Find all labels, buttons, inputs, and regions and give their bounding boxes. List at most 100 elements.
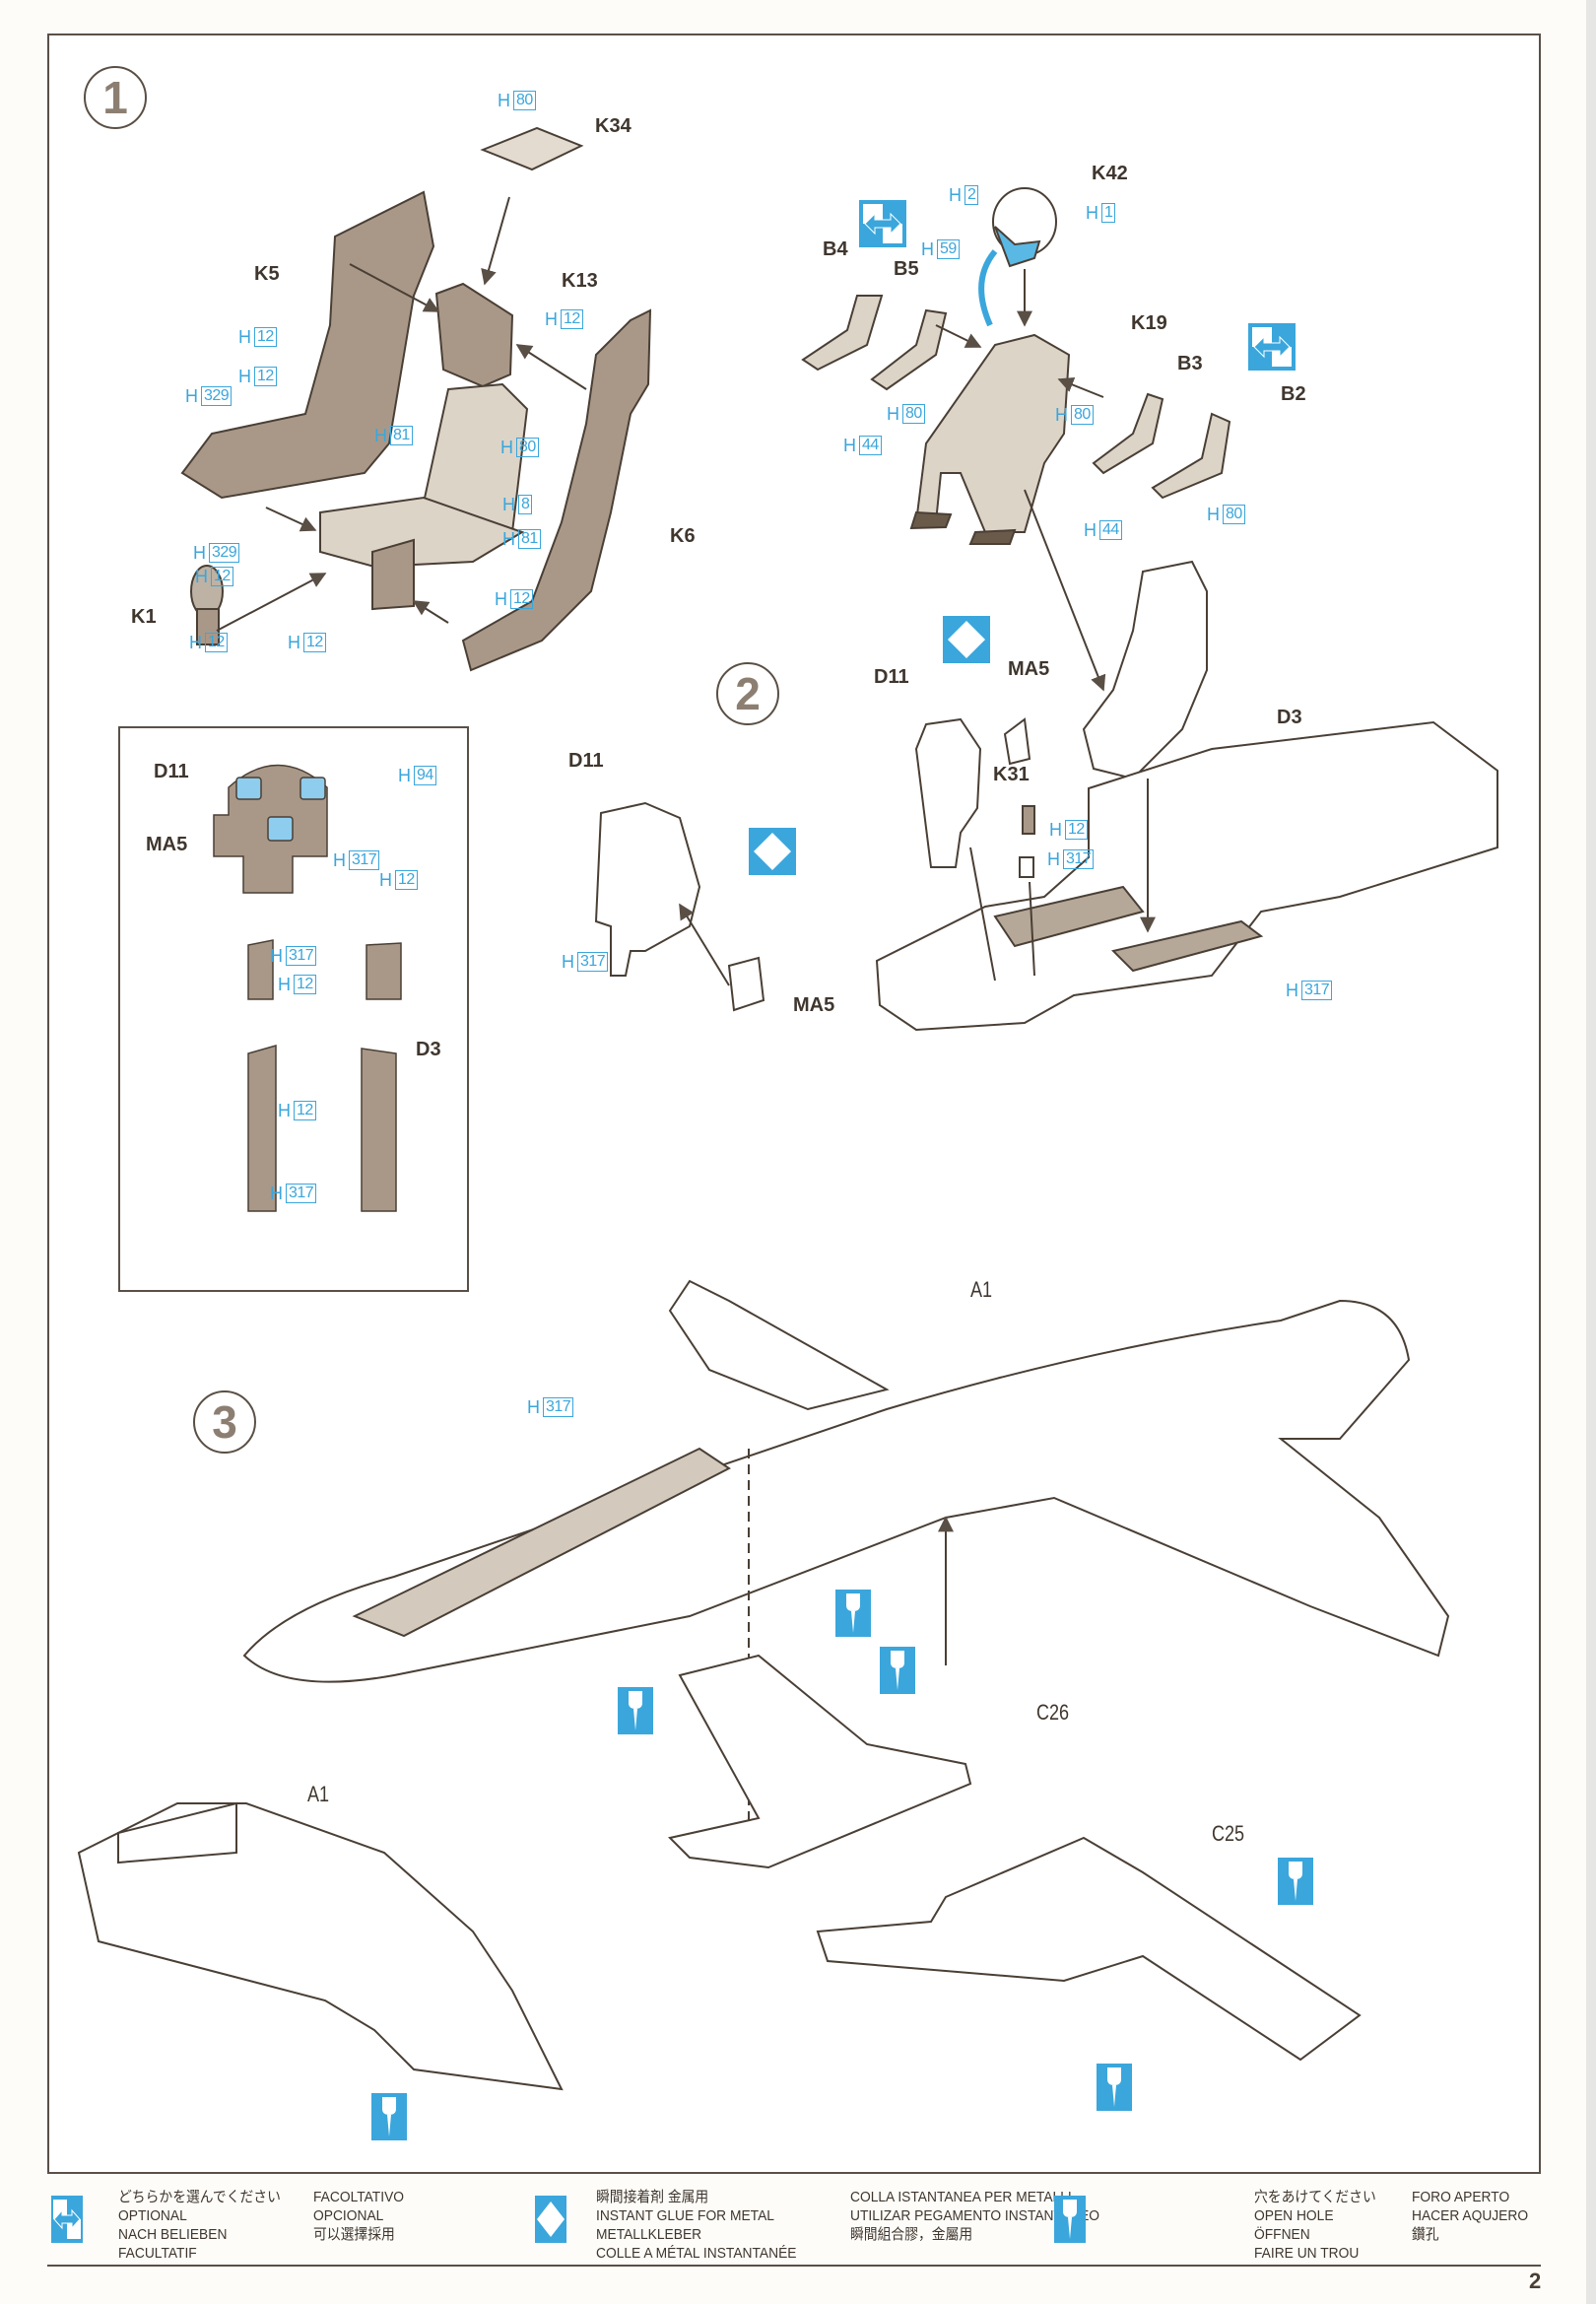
open-hole-drill-icon <box>371 2093 407 2140</box>
paint-prefix: H <box>193 543 206 563</box>
legend-line: OPTIONAL <box>118 2207 187 2224</box>
part-c25 <box>816 1836 1362 2062</box>
part-label-k34: K34 <box>595 115 632 137</box>
open-hole-drill-icon <box>1097 2064 1132 2111</box>
page-edge <box>1586 0 1596 2304</box>
paint-prefix: H <box>887 404 899 424</box>
part-d11-3d <box>914 717 1031 868</box>
paint-code: 12 <box>254 367 277 386</box>
seat-part-k13 <box>434 282 514 388</box>
paint-code: 12 <box>211 567 233 586</box>
part-label-b4: B4 <box>823 238 848 260</box>
paint-prefix: H <box>545 309 558 329</box>
aircraft-upper-fuselage-a1 <box>242 1279 1450 1683</box>
optional-arrows-icon <box>1248 323 1296 371</box>
legend-line: OPCIONAL <box>313 2207 384 2224</box>
paint-code: 317 <box>1063 849 1095 869</box>
paint-code: 8 <box>518 495 533 514</box>
part-label-c26: C26 <box>1036 1700 1070 1725</box>
part-label-d3: D3 <box>416 1039 441 1060</box>
paint-code: 81 <box>390 426 413 445</box>
paint-prefix: H <box>1047 849 1060 869</box>
paint-prefix: H <box>238 367 251 386</box>
part-d11-panel <box>594 801 765 1012</box>
paint-code: 12 <box>561 309 583 329</box>
optional-arrows-icon <box>51 2196 83 2243</box>
legend-line: COLLE A MÉTAL INSTANTANÉE <box>596 2245 797 2262</box>
paint-prefix: H <box>921 239 934 259</box>
paint-code: 81 <box>518 529 541 549</box>
paint-prefix: H <box>502 529 515 549</box>
legend-line: 瞬間組合膠，金屬用 <box>850 2226 973 2243</box>
part-label-a1-lower: A1 <box>307 1782 330 1806</box>
open-hole-drill-icon <box>1278 1858 1313 1905</box>
step-number: 3 <box>212 1396 237 1448</box>
paint-prefix: H <box>495 589 507 609</box>
paint-prefix: H <box>843 436 856 455</box>
legend-line: 鑽孔 <box>1412 2226 1439 2243</box>
paint-prefix: H <box>1207 505 1220 524</box>
part-label-a1: A1 <box>970 1277 993 1302</box>
paint-prefix: H <box>1049 820 1062 840</box>
part-label-k31: K31 <box>993 764 1030 785</box>
paint-code: 12 <box>395 870 418 890</box>
paint-prefix: H <box>502 495 515 514</box>
paint-code: 44 <box>1099 520 1122 540</box>
paint-code: 329 <box>209 543 240 563</box>
paint-code: 329 <box>201 386 233 406</box>
paint-prefix: H <box>1084 520 1097 540</box>
open-hole-drill-icon <box>618 1687 653 1734</box>
paint-prefix: H <box>195 567 208 586</box>
legend-line: COLLA ISTANTANEA PER METALLI <box>850 2189 1072 2205</box>
paint-prefix: H <box>185 386 198 406</box>
part-label-d11: D11 <box>568 750 604 772</box>
legend-line: 可以選擇採用 <box>313 2226 395 2243</box>
legend-line: HACER AQUJERO <box>1412 2207 1529 2224</box>
part-label-d3: D3 <box>1277 707 1302 728</box>
page-number: 2 <box>1529 2269 1542 2293</box>
legend-line: FAIRE UN TROU <box>1254 2245 1360 2262</box>
seat-part-k34 <box>480 126 584 171</box>
open-hole-drill-icon <box>1054 2196 1086 2243</box>
paint-code: 94 <box>414 766 436 785</box>
paint-code: 80 <box>1223 505 1245 524</box>
paint-code: 12 <box>205 633 228 652</box>
legend-divider <box>47 2265 1541 2267</box>
legend-line: 穴をあけてください <box>1254 2189 1376 2205</box>
part-label-d11: D11 <box>154 761 189 782</box>
open-hole-drill-icon <box>835 1590 871 1637</box>
part-label-k19: K19 <box>1131 312 1167 334</box>
paint-prefix: H <box>238 327 251 347</box>
instant-glue-diamond-icon <box>535 2196 566 2243</box>
legend-line: INSTANT GLUE FOR METAL <box>596 2207 774 2224</box>
paint-code: 2 <box>964 185 979 205</box>
part-label-ma5: MA5 <box>146 834 188 855</box>
arrow <box>481 196 510 286</box>
part-label-c25: C25 <box>1212 1821 1245 1846</box>
paint-code: 12 <box>294 1101 316 1120</box>
part-label-d11-b: D11 <box>874 666 909 688</box>
paint-prefix: H <box>398 766 411 785</box>
